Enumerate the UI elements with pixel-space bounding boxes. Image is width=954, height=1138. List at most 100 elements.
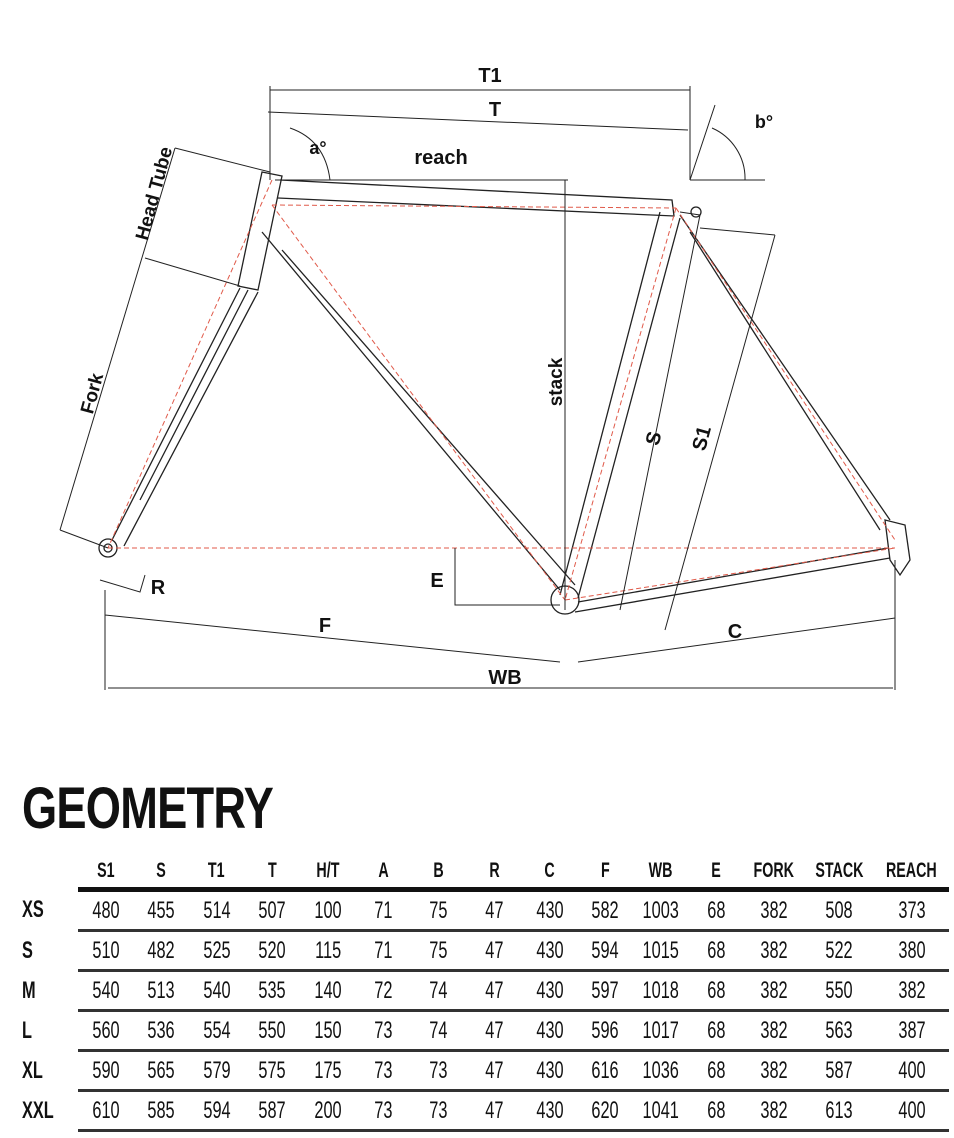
table-cell: 565 (133, 1050, 189, 1092)
table-cell: 68 (688, 1090, 744, 1132)
table-cell: 587 (244, 1090, 300, 1132)
cell-value: 68 (707, 1016, 726, 1044)
column-header: F (577, 855, 633, 892)
table-cell: 620 (577, 1090, 633, 1132)
table-cell: 582 (577, 889, 633, 932)
label-e: E (430, 570, 443, 592)
size-cell: S (12, 931, 78, 971)
table-cell: 596 (577, 1010, 633, 1052)
size-label: XXL (22, 1096, 54, 1124)
cell-value: 74 (429, 1016, 448, 1044)
table-cell: 616 (577, 1050, 633, 1092)
table-cell: 400 (874, 1050, 949, 1092)
cell-value: 550 (258, 1016, 286, 1044)
table-cell: 513 (133, 970, 189, 1012)
column-header-label: R (489, 859, 500, 882)
cell-value: 382 (760, 1016, 788, 1044)
table-cell: 47 (466, 970, 522, 1012)
column-header: S (133, 855, 189, 892)
column-header: STACK (803, 855, 875, 892)
table-cell: 1003 (633, 889, 689, 932)
cell-value: 560 (92, 1016, 120, 1044)
table-cell: 74 (411, 1010, 467, 1052)
cell-value: 71 (374, 936, 393, 964)
table-cell: 610 (78, 1090, 134, 1132)
cell-value: 140 (314, 976, 342, 1004)
label-c: C (728, 621, 742, 643)
cell-value: 1036 (642, 1056, 679, 1084)
cell-value: 582 (591, 896, 619, 924)
cell-value: 1018 (642, 976, 679, 1004)
cell-value: 613 (825, 1096, 853, 1124)
table-cell: 579 (189, 1050, 245, 1092)
label-s: S (642, 429, 667, 448)
label-a-angle: a° (309, 138, 326, 158)
cell-value: 73 (374, 1096, 393, 1124)
table-cell: 430 (522, 889, 578, 932)
column-header-label: A (378, 859, 389, 882)
table-cell: 68 (688, 889, 744, 932)
table-cell: 1015 (633, 930, 689, 972)
column-header-label: FORK (753, 859, 794, 882)
column-header: E (688, 855, 744, 892)
table-cell: 520 (244, 930, 300, 972)
cell-value: 480 (92, 896, 120, 924)
table-cell: 554 (189, 1010, 245, 1052)
table-cell: 73 (355, 1090, 411, 1132)
cell-value: 68 (707, 976, 726, 1004)
cell-value: 100 (314, 896, 342, 924)
label-wb: WB (488, 667, 521, 689)
table-cell: 373 (874, 889, 949, 932)
cell-value: 597 (591, 976, 619, 1004)
cell-value: 75 (429, 936, 448, 964)
column-header: H/T (300, 855, 356, 892)
table-cell: 175 (300, 1050, 356, 1092)
cell-value: 47 (485, 1056, 504, 1084)
label-r: R (151, 577, 166, 599)
cell-value: 150 (314, 1016, 342, 1044)
table-cell: 47 (466, 889, 522, 932)
cell-value: 71 (374, 896, 393, 924)
cell-value: 382 (760, 1096, 788, 1124)
table-cell: 560 (78, 1010, 134, 1052)
table-cell: 480 (78, 889, 134, 932)
column-header-label: WB (648, 859, 673, 882)
table-cell: 47 (466, 930, 522, 972)
frame-geometry-diagram: T1 T b° a° reach Head Tube Fork stack S … (59, 65, 911, 690)
table-cell: 382 (744, 930, 804, 972)
cell-value: 554 (203, 1016, 231, 1044)
label-f: F (319, 615, 331, 637)
size-cell: L (12, 1011, 78, 1051)
table-cell: 75 (411, 889, 467, 932)
cell-value: 430 (536, 936, 564, 964)
size-header (12, 855, 78, 890)
column-header: T1 (189, 855, 245, 892)
table-cell: 47 (466, 1050, 522, 1092)
table-cell: 525 (189, 930, 245, 972)
column-header-label: STACK (814, 859, 863, 882)
cell-value: 585 (147, 1096, 175, 1124)
cell-value: 68 (707, 1056, 726, 1084)
cell-value: 380 (898, 936, 926, 964)
label-head-tube: Head Tube (132, 145, 177, 243)
cell-value: 594 (591, 936, 619, 964)
cell-value: 563 (825, 1016, 853, 1044)
label-reach: reach (414, 147, 467, 169)
column-header: A (355, 855, 411, 892)
column-header-label: F (600, 859, 610, 882)
cell-value: 387 (898, 1016, 926, 1044)
cell-value: 525 (203, 936, 231, 964)
table-cell: 47 (466, 1090, 522, 1132)
table-cell: 508 (803, 889, 875, 932)
cell-value: 382 (898, 976, 926, 1004)
cell-value: 513 (147, 976, 175, 1004)
column-header: B (411, 855, 467, 892)
table-cell: 115 (300, 930, 356, 972)
column-header-label: T1 (208, 859, 226, 882)
cell-value: 536 (147, 1016, 175, 1044)
table-cell: 100 (300, 889, 356, 932)
cell-value: 590 (92, 1056, 120, 1084)
table-cell: 380 (874, 930, 949, 972)
